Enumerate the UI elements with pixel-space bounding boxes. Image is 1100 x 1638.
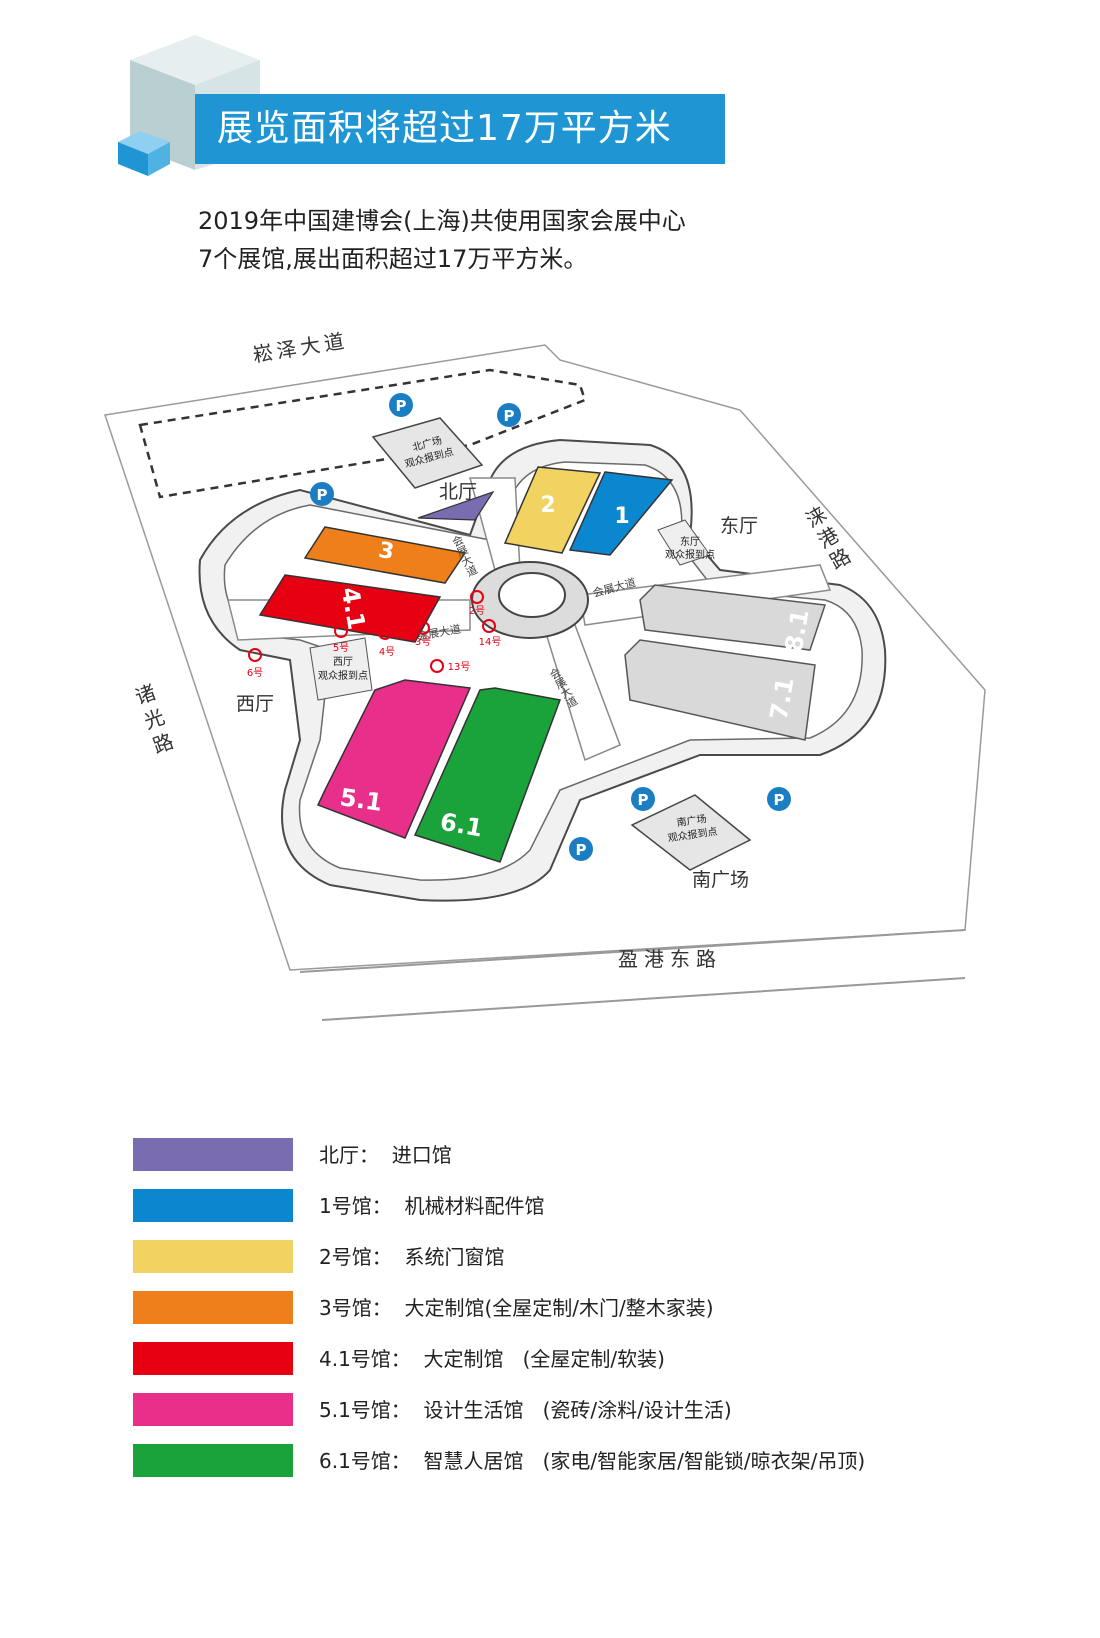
area-west-hall: 西厅 — [236, 693, 274, 715]
north-hall-shape — [417, 490, 495, 521]
legend-swatch — [133, 1138, 293, 1171]
legend-item: 北厅： 进口馆 — [133, 1138, 1033, 1172]
legend-label: 4.1号馆： 大定制馆 (全屋定制/软装) — [319, 1347, 665, 1371]
hall-3-label: 3 — [376, 538, 395, 565]
legend-swatch — [133, 1393, 293, 1426]
legend-item: 6.1号馆： 智慧人居馆 (家电/智能家居/智能锁/晾衣架/吊顶) — [133, 1444, 1033, 1478]
west-checkin-line-1: 西厅 — [333, 657, 353, 668]
hall-8-1 — [639, 584, 827, 651]
parking-icon: P — [497, 403, 521, 427]
east-checkin-box — [657, 519, 711, 566]
hall-3-shape — [303, 526, 467, 584]
parking-markers: P P P P P P — [310, 393, 791, 861]
legend-label: 1号馆： 机械材料配件馆 — [319, 1194, 545, 1218]
intro-line-2: 7个展馆,展出面积超过17万平方米。 — [198, 245, 588, 273]
svg-text:P: P — [638, 791, 649, 809]
hall-2-label: 2 — [540, 493, 555, 518]
svg-text:2号: 2号 — [469, 605, 485, 617]
svg-text:P: P — [317, 486, 328, 504]
hall-1-label: 1 — [614, 504, 629, 529]
legend-item: 1号馆： 机械材料配件馆 — [133, 1189, 1033, 1223]
road-west: 诸光路 — [129, 681, 178, 763]
svg-text:5号: 5号 — [333, 642, 349, 654]
east-checkin-line-1: 东厅 — [680, 535, 700, 548]
svg-text:P: P — [504, 407, 515, 425]
svg-text:P: P — [396, 397, 407, 415]
svg-text:3号: 3号 — [415, 636, 431, 648]
hall-4-1-shape — [258, 574, 442, 643]
metro-icon: 14号 — [479, 619, 502, 648]
parking-icon: P — [389, 393, 413, 417]
metro-icon: 3号 — [415, 621, 431, 648]
area-east-hall: 东厅 — [720, 515, 758, 537]
svg-text:P: P — [774, 791, 785, 809]
south-checkin-box — [630, 794, 752, 871]
intro-line-1: 2019年中国建博会(上海)共使用国家会展中心 — [198, 207, 686, 235]
hall-7-1 — [624, 639, 816, 741]
legend-item: 4.1号馆： 大定制馆 (全屋定制/软装) — [133, 1342, 1033, 1376]
north-parking-loop — [138, 368, 587, 499]
west-checkin-box — [309, 637, 373, 701]
parking-icon: P — [310, 482, 334, 506]
legend-item: 2号馆： 系统门窗馆 — [133, 1240, 1033, 1274]
metro-icon: 6号 — [247, 648, 263, 679]
area-south-square: 南广场 — [692, 869, 749, 891]
parking-icon: P — [569, 837, 593, 861]
hall-5-1-shape — [316, 679, 472, 839]
legend-item: 5.1号馆： 设计生活馆 (瓷砖/涂料/设计生活) — [133, 1393, 1033, 1427]
hall-1-shape — [568, 471, 674, 556]
legend-label: 北厅： 进口馆 — [319, 1143, 452, 1167]
hall-5-1-label: 5.1 — [338, 783, 384, 817]
intro-text: 2019年中国建博会(上海)共使用国家会展中心 7个展馆,展出面积超过17万平方… — [198, 202, 818, 278]
parking-icon: P — [767, 787, 791, 811]
legend-label: 6.1号馆： 智慧人居馆 (家电/智能家居/智能锁/晾衣架/吊顶) — [319, 1449, 866, 1473]
road-west-vertical: 诸光路 — [129, 681, 178, 763]
hall-2-shape — [503, 466, 602, 554]
svg-text:13号: 13号 — [448, 661, 471, 673]
legend-swatch — [133, 1342, 293, 1375]
road-south: 盈港东路 — [618, 947, 722, 971]
svg-text:4号: 4号 — [379, 646, 395, 658]
legend-swatch — [133, 1291, 293, 1324]
svg-text:P: P — [576, 841, 587, 859]
south-road-line-1 — [299, 929, 966, 973]
road-north: 崧泽大道 — [251, 328, 350, 367]
metro-icon: 5号 — [333, 624, 349, 654]
west-checkin-line-2: 观众报到点 — [318, 669, 368, 682]
area-north-hall: 北厅 — [439, 481, 477, 503]
legend-label: 2号馆： 系统门窗馆 — [319, 1245, 505, 1269]
metro-icon: 4号 — [378, 626, 395, 658]
page-title: 展览面积将超过17万平方米 — [195, 94, 725, 164]
metro-icon: 13号 — [430, 659, 471, 673]
metro-exits: 2号 3号 4号 5号 6号 13号 14号 — [247, 590, 502, 679]
svg-text:14号: 14号 — [479, 636, 502, 648]
metro-icon: 2号 — [469, 590, 485, 617]
svg-text:6号: 6号 — [247, 667, 263, 679]
north-checkin-box — [371, 417, 484, 489]
central-ring-hole — [498, 572, 566, 618]
venue-map: 崧泽大道 盈港东路 北厅 东厅 西厅 南广场 涞港路 诸光路 北广场 观众报到点… — [104, 328, 986, 1021]
parking-icon: P — [631, 787, 655, 811]
south-checkin-line-1: 南广场 — [676, 812, 708, 829]
legend-item: 3号馆： 大定制馆(全屋定制/木门/整木家装) — [133, 1291, 1033, 1325]
legend-swatch — [133, 1444, 293, 1477]
hall-6-1-shape — [413, 687, 562, 863]
south-road-line-2 — [321, 977, 966, 1021]
legend-swatch — [133, 1189, 293, 1222]
legend-label: 3号馆： 大定制馆(全屋定制/木门/整木家装) — [319, 1296, 714, 1320]
east-checkin-line-2: 观众报到点 — [665, 548, 715, 561]
legend-label: 5.1号馆： 设计生活馆 (瓷砖/涂料/设计生活) — [319, 1398, 732, 1422]
legend-swatch — [133, 1240, 293, 1273]
